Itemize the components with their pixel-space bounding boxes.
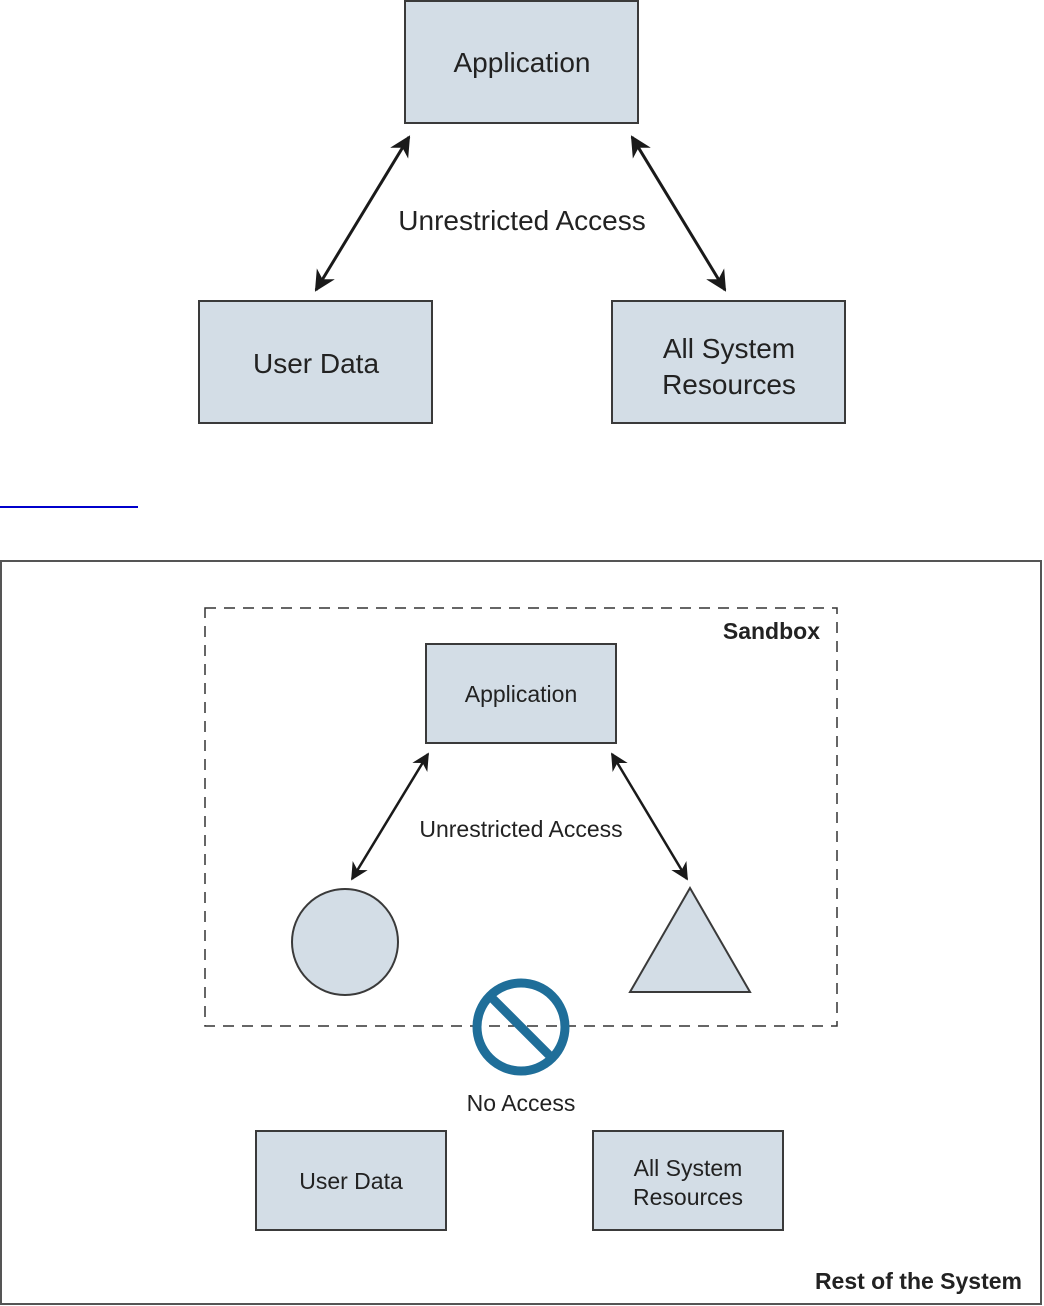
access-arrow-user-data <box>314 135 411 292</box>
sandbox-application-label: Application <box>465 681 578 707</box>
no-access-label: No Access <box>467 1090 576 1116</box>
outside-user-data-box: User Data <box>255 1130 447 1231</box>
sandbox-access-arrow-circle <box>350 752 430 881</box>
application-label: Application <box>454 47 591 78</box>
no-access-icon <box>472 978 570 1076</box>
sandbox-access-arrow-triangle <box>610 752 689 881</box>
application-box: Application <box>404 0 639 124</box>
figure-sandboxed: Rest of the System Sandbox Application U… <box>0 560 1042 1305</box>
unrestricted-access-label: Unrestricted Access <box>398 205 645 236</box>
sandbox-unrestricted-access-label: Unrestricted Access <box>419 816 622 842</box>
sandbox-data-circle <box>291 888 399 996</box>
sandbox-label: Sandbox <box>723 618 820 644</box>
outside-system-resources-label-line2: Resources <box>633 1184 743 1210</box>
system-resources-label-line2: Resources <box>662 369 796 400</box>
sandbox-boundary <box>204 607 838 1027</box>
user-data-label: User Data <box>253 348 379 379</box>
outside-system-resources-label-line1: All System <box>634 1155 743 1181</box>
system-resources-label-line1: All System <box>663 333 795 364</box>
sandbox-application-box: Application <box>425 643 617 744</box>
rest-of-system-label: Rest of the System <box>815 1268 1022 1294</box>
sandbox-resources-triangle <box>628 885 752 993</box>
system-resources-box: All System Resources <box>611 300 846 424</box>
outside-user-data-label: User Data <box>299 1168 403 1194</box>
user-data-box: User Data <box>198 300 433 424</box>
access-arrow-system-resources <box>630 135 727 292</box>
figure-unsandboxed: Application Unrestricted Access User Dat… <box>198 0 846 424</box>
outside-system-resources-box: All System Resources <box>592 1130 784 1231</box>
